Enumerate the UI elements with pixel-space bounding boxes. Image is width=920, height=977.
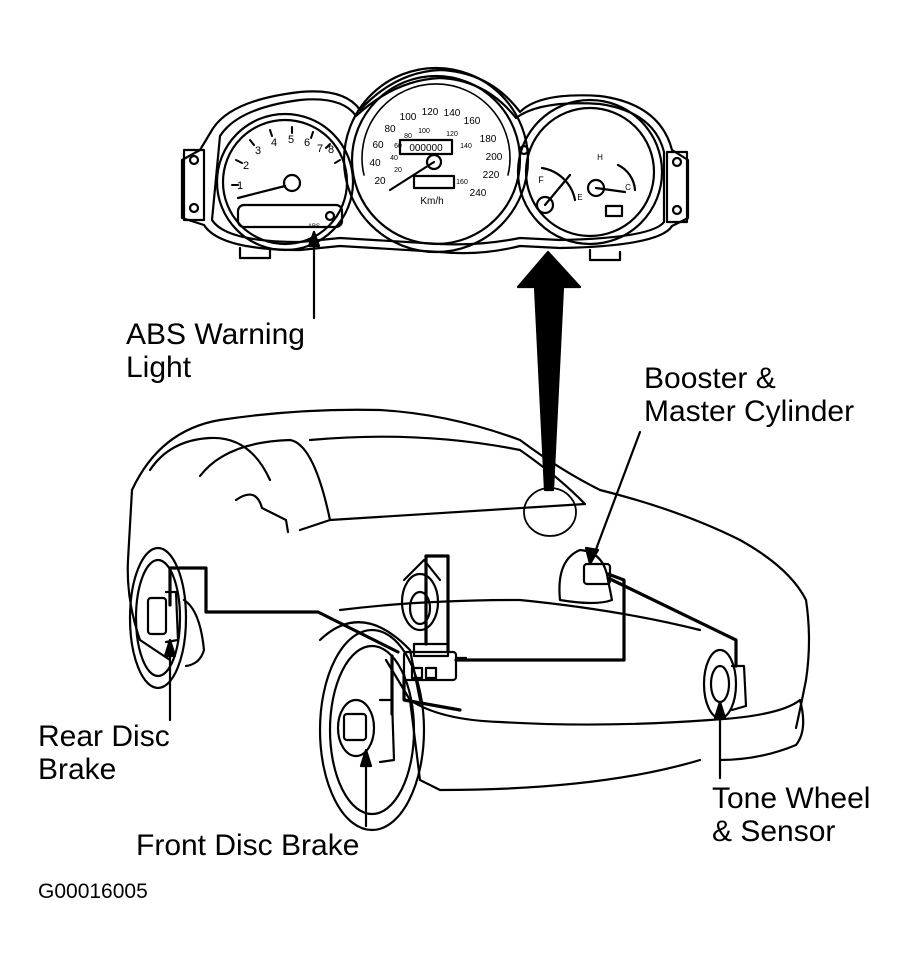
speed-tick-80: 80 <box>384 124 396 135</box>
tach-tick-3: 3 <box>255 145 261 157</box>
speed-tick-180: 180 <box>480 134 497 145</box>
tone-wheel-arrow <box>713 700 727 780</box>
cluster-pointer-arrow <box>516 250 582 492</box>
inner-tick-80: 80 <box>404 133 412 140</box>
tach-tick-4: 4 <box>271 137 277 149</box>
speed-tick-160: 160 <box>464 116 481 127</box>
inner-tick-20: 20 <box>394 167 402 174</box>
speed-tick-240: 240 <box>470 188 487 199</box>
rear-brake-arrow <box>163 638 177 722</box>
inner-tick-120: 120 <box>446 131 458 138</box>
speed-tick-220: 220 <box>483 170 500 181</box>
abs-warning-light-label: ABS Warning Light <box>126 318 305 384</box>
abs-warning-arrow <box>307 230 321 320</box>
inner-tick-40: 40 <box>390 155 398 162</box>
car-outline <box>126 408 811 832</box>
inner-tick-160: 160 <box>456 179 468 186</box>
inner-tick-100: 100 <box>418 128 430 135</box>
inner-tick-60: 60 <box>394 143 402 150</box>
speed-tick-60: 60 <box>372 140 384 151</box>
tach-tick-6: 6 <box>304 137 310 149</box>
front-brake-arrow <box>359 748 373 828</box>
front-disc-brake-label: Front Disc Brake <box>136 829 360 862</box>
speed-unit-label: Km/h <box>420 196 443 207</box>
speed-tick-100: 100 <box>400 112 417 123</box>
odometer-readout: 000000 <box>409 143 443 154</box>
fuel-full-mark: F <box>538 175 544 185</box>
speed-tick-200: 200 <box>486 152 503 163</box>
tach-tick-1: 1 <box>237 180 243 192</box>
tone-wheel-sensor-label: Tone Wheel & Sensor <box>712 782 871 848</box>
speed-tick-140: 140 <box>444 108 461 119</box>
figure-code: G00016005 <box>38 880 148 903</box>
speed-tick-120: 120 <box>422 107 439 118</box>
booster-arrow <box>584 430 642 566</box>
temp-cold-mark: C <box>625 183 631 192</box>
inner-tick-140: 140 <box>460 143 472 150</box>
tach-tick-8: 8 <box>328 144 334 156</box>
rear-disc-brake-label: Rear Disc Brake <box>38 720 170 786</box>
brake-lines <box>168 554 738 716</box>
booster-master-cylinder-label: Booster & Master Cylinder <box>644 362 855 428</box>
tach-tick-7: 7 <box>317 143 323 155</box>
speed-tick-20: 20 <box>374 176 386 187</box>
tach-tick-5: 5 <box>288 134 294 146</box>
tach-tick-2: 2 <box>243 160 249 172</box>
abs-indicator-text: ABS <box>308 224 320 230</box>
temp-hot-mark: H <box>597 153 603 162</box>
fuel-empty-mark: E <box>577 193 582 202</box>
instrument-cluster <box>180 66 690 262</box>
speed-tick-40: 40 <box>369 158 381 169</box>
